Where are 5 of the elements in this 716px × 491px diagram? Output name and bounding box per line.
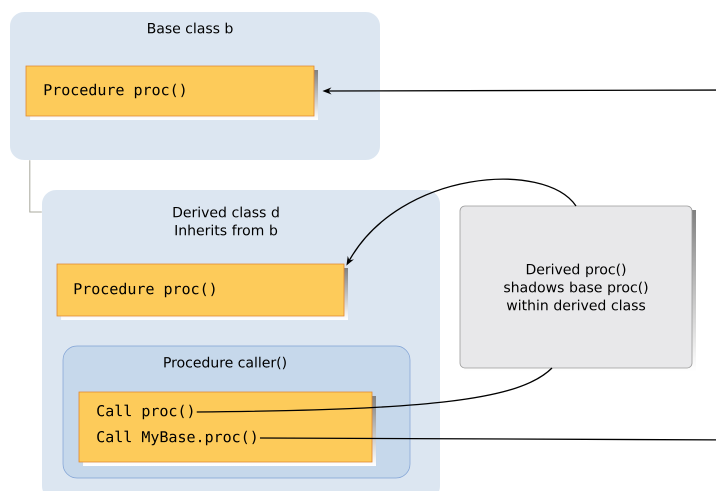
procedure-box: Procedure proc() (26, 66, 318, 120)
procedure-box: Procedure proc() (56, 264, 348, 320)
call-box: Call proc() Call MyBase.proc() (78, 392, 376, 466)
connector-line (196, 367, 552, 413)
note-box: Derived proc() shadows base proc() within derived class (460, 206, 696, 372)
